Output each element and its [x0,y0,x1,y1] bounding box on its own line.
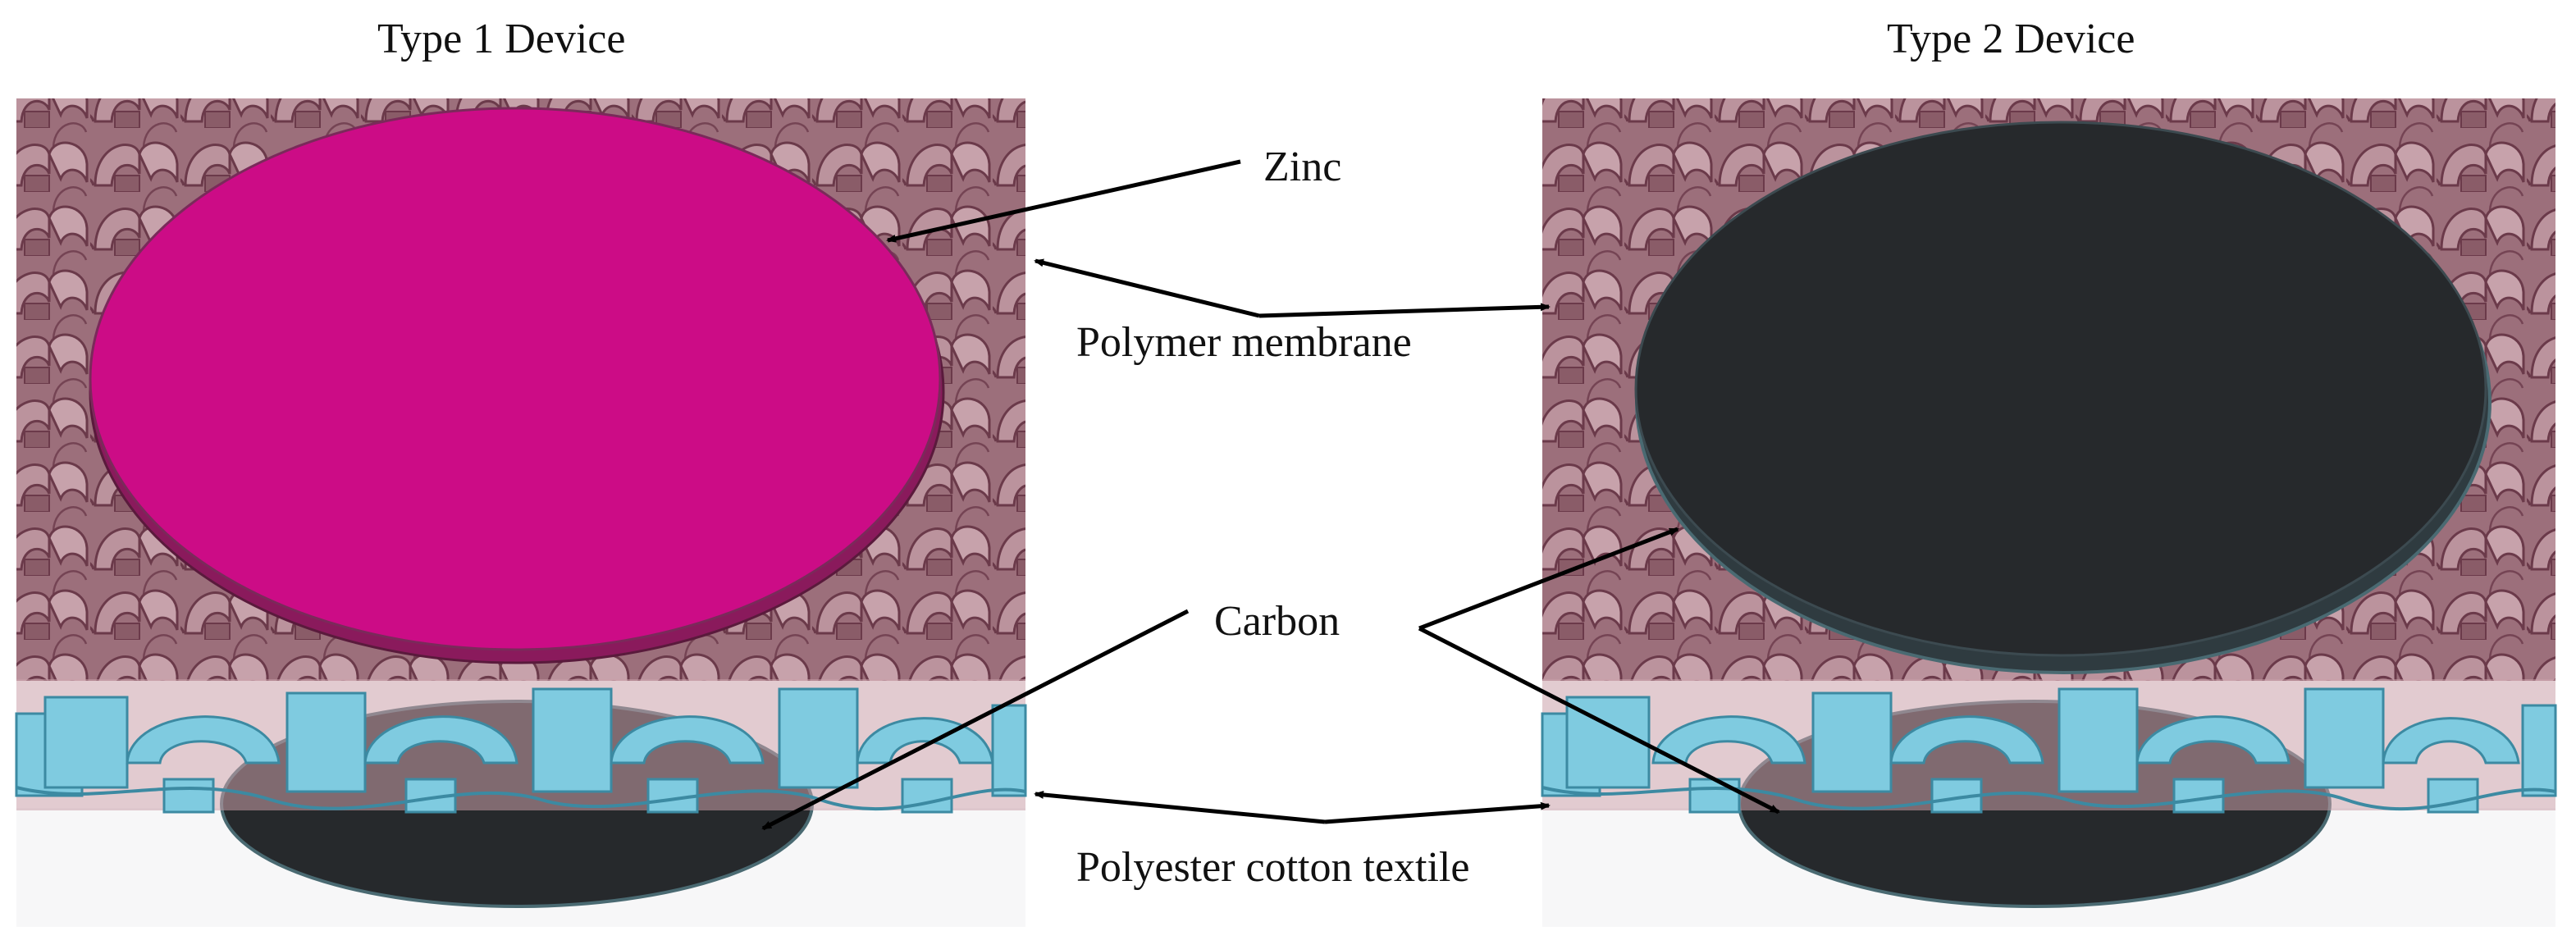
carbon-arrow-right-bottom [1418,626,1780,815]
polymer-arrow-left [1034,258,1260,318]
type1-device-illustration [15,98,1027,927]
polyester-cotton-textile-label: Polyester cotton textile [1076,844,1470,891]
annotation-arrows [761,159,1780,831]
type1-zinc-disc [89,107,942,651]
type1-title: Type 1 Device [377,16,626,62]
carbon-label: Carbon [1214,598,1341,645]
type2-polyester-cotton-textile [1541,679,2557,814]
textile-arrow-left [1034,790,1326,824]
polymer-membrane-label: Polymer membrane [1076,319,1412,366]
zinc-label: Zinc [1263,144,1342,190]
textile-arrow-right [1324,801,1551,824]
type2-device-illustration [1541,98,2557,927]
type2-title: Type 2 Device [1887,16,2135,62]
type2-carbon-disc-top [1634,121,2487,657]
polymer-arrow-right [1258,303,1551,318]
carbon-arrow-right-top [1418,527,1679,631]
carbon-arrow-left [761,609,1190,831]
zinc-arrow [886,159,1241,243]
type1-polyester-cotton-textile [15,679,1027,814]
